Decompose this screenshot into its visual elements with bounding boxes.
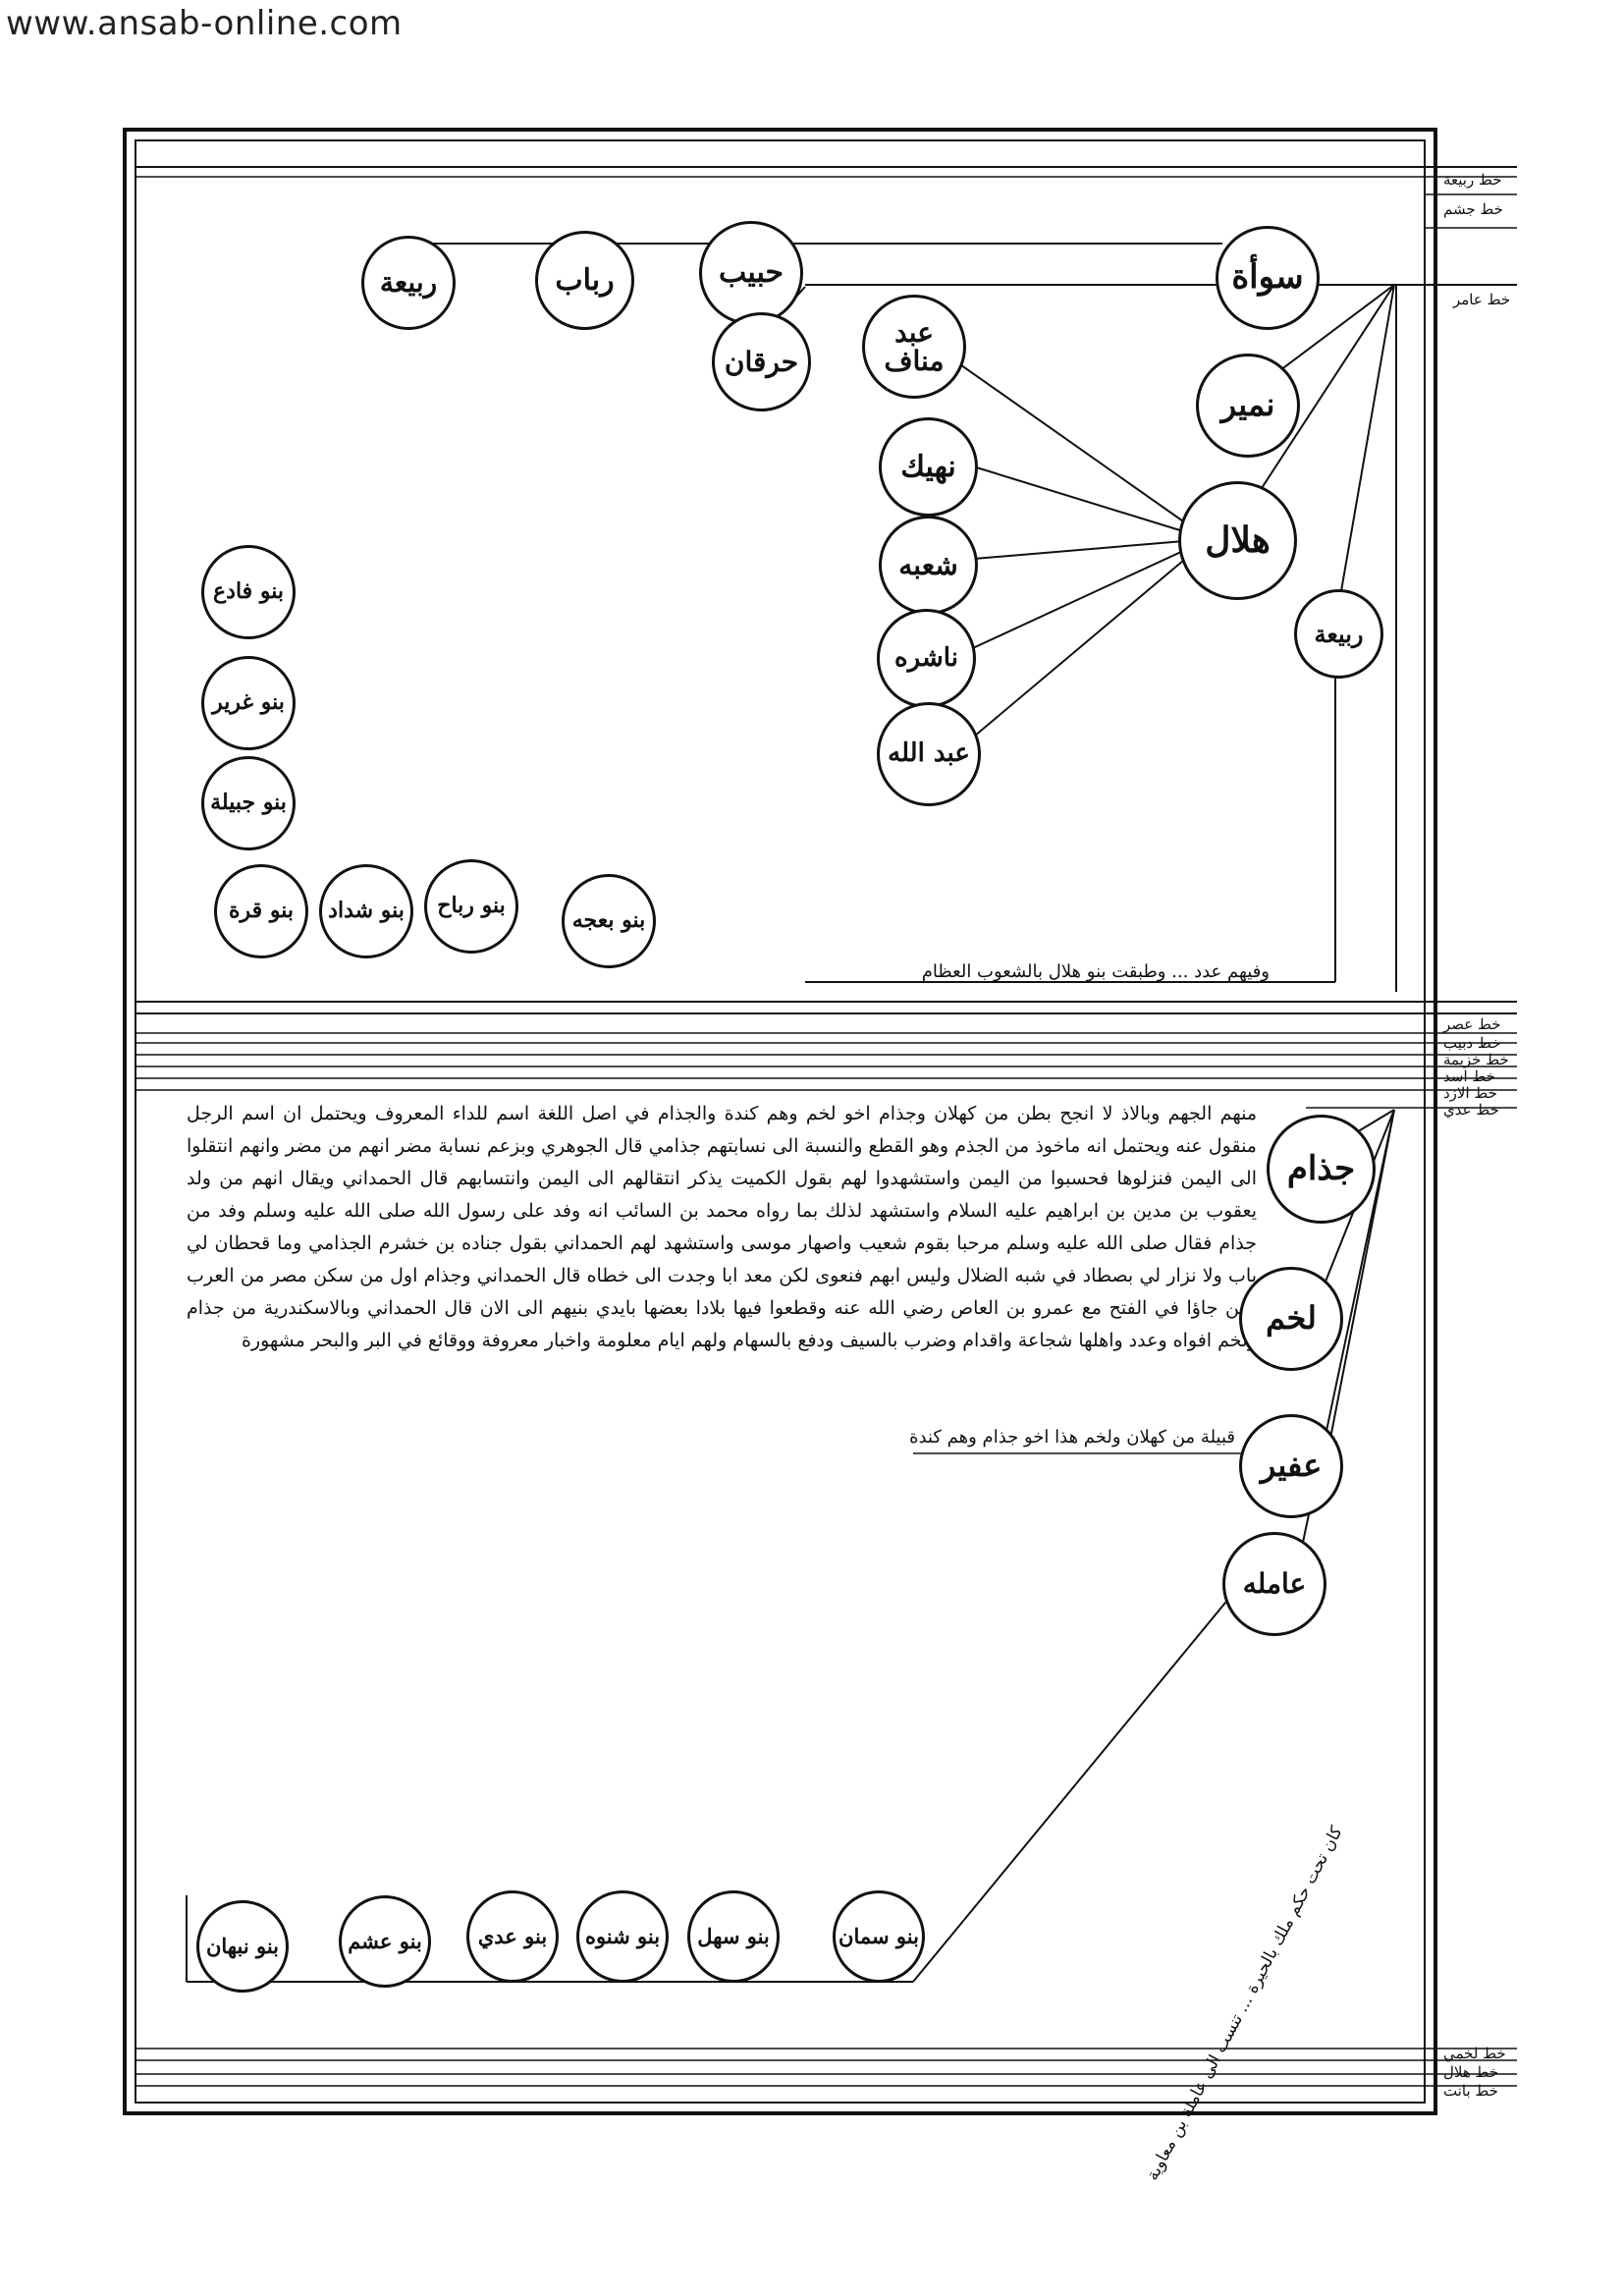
margin-label-hilal: خط هلال xyxy=(1443,2063,1499,2081)
node-shubah: شعبه xyxy=(879,516,978,615)
margin-label-rabiah: خط ربيعة xyxy=(1443,171,1502,189)
margin-label-dubaib: خط دبيب xyxy=(1443,1034,1501,1052)
judham-paragraph: منهم الجهم وبالاذ لا انجح بطن من كهلان و… xyxy=(187,1103,1257,1351)
tribe-node-bani-nabhan: بنو نبهان xyxy=(196,1900,289,1993)
tribe-node-bani-qurrah: بنو قرة xyxy=(214,864,308,958)
site-watermark: www.ansab-online.com xyxy=(6,4,403,43)
ufair-note: قبيلة من كهلان ولخم هذا اخو جذام وهم كند… xyxy=(909,1427,1235,1448)
tribe-node-bani-adi: بنو عدي xyxy=(466,1890,559,1983)
node-ufair: عفير xyxy=(1239,1414,1343,1518)
top-footer-text: وفيهم عدد ... وطبقت بنو هلال بالشعوب الع… xyxy=(921,961,1270,982)
node-judham: جذام xyxy=(1267,1115,1376,1224)
margin-label-amir: خط عامر xyxy=(1453,291,1511,308)
tribe-node-bani-fadi: بنو فادع xyxy=(201,545,296,639)
margin-label-asr: خط عصر xyxy=(1443,1015,1501,1033)
margin-label-khuzaimah: خط خزيمة xyxy=(1443,1051,1509,1068)
node-harqan: حرقان xyxy=(712,312,811,411)
tribe-node-bani-rabah: بنو رباح xyxy=(424,859,518,954)
node-rabab: رباب xyxy=(535,231,634,330)
tribe-node-bani-bajah: بنو بعجه xyxy=(562,874,656,968)
node-nashirah: ناشره xyxy=(877,609,976,708)
margin-label-asad: خط اسد xyxy=(1443,1067,1495,1085)
node-nahik: نهيك xyxy=(879,417,978,517)
margin-label-azd: خط الازد xyxy=(1443,1084,1497,1102)
node-hilal: هلال xyxy=(1178,481,1297,600)
node-amilah: عامله xyxy=(1222,1532,1326,1636)
tribe-node-bani-jubailah: بنو جبيلة xyxy=(201,756,296,850)
node-abdullah: عبد الله xyxy=(877,702,981,806)
margin-label-jusham: خط جشم xyxy=(1443,200,1503,218)
tribe-node-bani-ushm: بنو عشم xyxy=(339,1895,431,1988)
node-sowah: سوأة xyxy=(1216,226,1320,330)
node-numair: نمير xyxy=(1196,354,1300,458)
node-lakhm: لخم xyxy=(1239,1267,1343,1371)
node-rabiah-top: ربيعة xyxy=(361,236,456,330)
tribe-node-bani-ghurair: بنو غرير xyxy=(201,656,296,750)
node-habib: حبيب xyxy=(699,221,803,325)
tribe-node-bani-shaddad: بنو شداد xyxy=(319,864,413,958)
tribe-node-bani-sahl: بنو سهل xyxy=(687,1890,780,1983)
tribe-node-bani-saman: بنو سمان xyxy=(833,1890,925,1983)
margin-label-lakhmi: خط لخمي xyxy=(1443,2045,1506,2062)
node-rabiah-right: ربيعة xyxy=(1294,589,1383,679)
margin-label-adi: خط عدي xyxy=(1443,1101,1499,1119)
node-abd-manaf: عبد مناف xyxy=(862,295,966,399)
tribe-node-bani-shanuah: بنو شنوه xyxy=(576,1890,669,1983)
margin-label-banat: خط بانت xyxy=(1443,2082,1498,2100)
